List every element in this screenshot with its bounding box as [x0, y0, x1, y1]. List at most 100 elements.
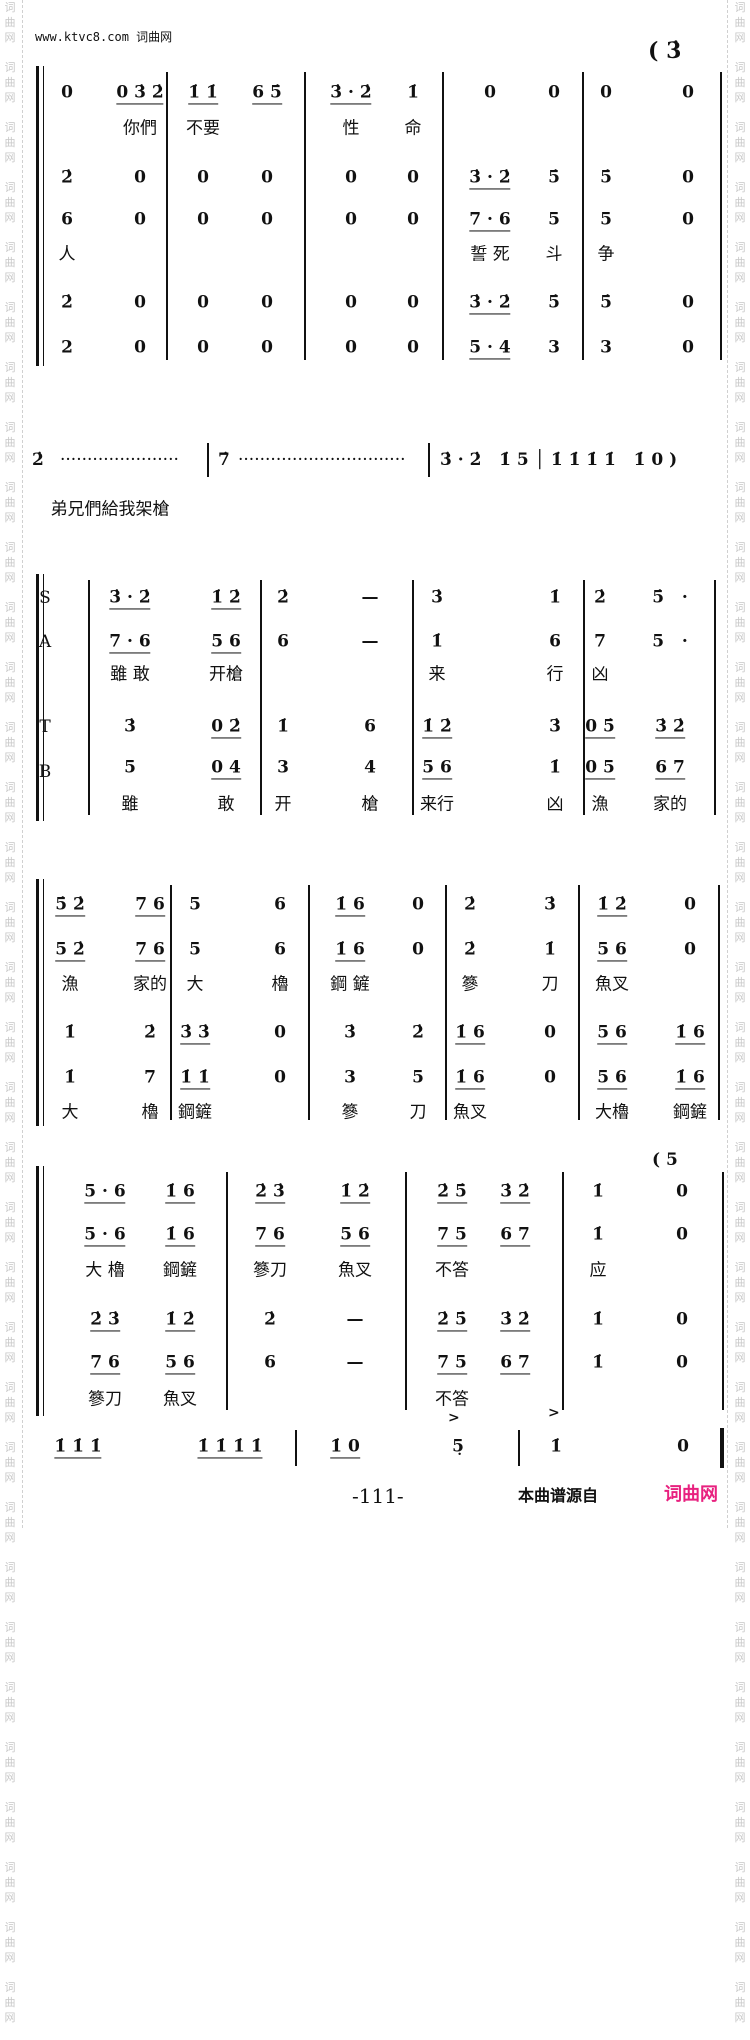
note: 2̇ — [464, 939, 476, 960]
note: 3 — [548, 337, 560, 358]
voice-label-B: B — [38, 762, 52, 782]
note: 0 — [684, 894, 696, 915]
lyric: 来 — [428, 664, 446, 685]
lyric: 漁 — [591, 794, 609, 815]
margin-line-right — [727, 0, 728, 1528]
note: 2̇ — [61, 167, 73, 188]
dotted-hold: ······················ — [60, 450, 179, 470]
note: 5̇ · — [652, 587, 688, 608]
lyric: 櫓 — [271, 974, 289, 995]
note: 0 — [261, 292, 273, 313]
barline — [718, 885, 720, 1120]
note: 1̇ — [544, 939, 556, 960]
note: 6 — [364, 716, 376, 737]
instrumental-phrase: 3̇ · 2̇ 1̇ 5 │ 1̇ 1̇ 1̇ 1̇ 1̇ 0 ) — [440, 450, 678, 470]
note: 6 — [61, 209, 73, 230]
voice-label-A: A — [38, 632, 52, 652]
lyric: 魚叉 — [453, 1102, 487, 1123]
lyric: 命 — [404, 118, 422, 139]
note: 5 — [189, 939, 201, 960]
note: 3̇ · 2̇ — [469, 166, 511, 190]
barline — [582, 72, 584, 360]
note: 2̇ — [464, 894, 476, 915]
note: 6 7 — [655, 756, 685, 780]
note: 1̇ 6 — [165, 1180, 195, 1204]
note: 0 — [274, 1022, 286, 1043]
note: 3 — [600, 337, 612, 358]
lyric: 刀 — [541, 974, 559, 995]
note: 0 — [484, 82, 496, 103]
note: 1̇ — [64, 1022, 76, 1043]
note: 5̇ — [600, 292, 612, 313]
lyric: 大櫓 — [595, 1102, 629, 1123]
note: 3̇ — [124, 716, 136, 737]
note: 5 — [412, 1067, 424, 1088]
note: 0 — [345, 209, 357, 230]
barline — [518, 1430, 520, 1466]
page-number: -111- — [352, 1484, 404, 1508]
note: 1̇ 1̇ 1̇ 1̇ — [197, 1435, 263, 1459]
note: 6 — [264, 1352, 276, 1373]
note: 1̇ — [549, 587, 561, 608]
note: 1̇ 6 — [455, 1066, 485, 1090]
note: 0 — [407, 209, 419, 230]
lyric: 鋼鏟 — [673, 1102, 707, 1123]
note: 6 — [274, 939, 286, 960]
note: 0 — [197, 209, 209, 230]
watermark-left: 词曲网词曲网词曲网词曲网词曲网词曲网词曲网词曲网词曲网词曲网词曲网词曲网词曲网词… — [4, 1, 16, 2024]
barline — [295, 1430, 297, 1466]
brand-logo[interactable]: 词曲网 — [664, 1484, 718, 1505]
lyric: 篸刀 — [88, 1389, 122, 1410]
note: 0 — [682, 82, 694, 103]
note: 1̇ 2̇ — [211, 586, 241, 610]
note: 0 — [61, 82, 73, 103]
note: 0 — [412, 939, 424, 960]
note: 7 5 — [437, 1351, 467, 1375]
lyric: 行 — [546, 664, 564, 685]
lyric: 鋼鏟 — [178, 1102, 212, 1123]
lyric: 大 — [61, 1102, 79, 1123]
barline — [207, 443, 209, 477]
system-bracket — [36, 66, 44, 366]
note: 1̇ — [592, 1181, 604, 1202]
fermata-note: 2̇ — [32, 450, 44, 470]
voice-label-T: T — [39, 717, 51, 737]
note: 2̇ 5̇ — [437, 1180, 467, 1204]
note: 1̇ 1̇ — [188, 81, 218, 105]
note: 1̇ — [64, 1067, 76, 1088]
note: 5 6 — [597, 1066, 627, 1090]
barline — [405, 1172, 407, 1410]
note: 5 6 — [597, 938, 627, 962]
note: 1̇ 2̇ — [340, 1180, 370, 1204]
note: 5 · 4 — [469, 336, 511, 360]
lyric: 家的 — [653, 794, 687, 815]
note: 5 · 6 — [84, 1180, 126, 1204]
dotted-hold: ······························· — [238, 450, 406, 470]
lyric: 来行 — [420, 794, 454, 815]
note: 3̇ — [549, 716, 561, 737]
note: 7 6 — [255, 1223, 285, 1247]
note: 0 4 — [211, 756, 241, 780]
voice-label-S: S — [39, 588, 51, 608]
lyric: 誓 死 — [470, 244, 510, 265]
barline — [166, 72, 168, 360]
note: 2̇ — [277, 587, 289, 608]
system-bracket — [36, 574, 44, 821]
note: 5 6 — [165, 1351, 195, 1375]
note: 1̇ — [592, 1309, 604, 1330]
note: 7 6 — [135, 893, 165, 917]
lyric: 刀 — [409, 1102, 427, 1123]
note: 0 — [134, 167, 146, 188]
note: 0 — [676, 1181, 688, 1202]
note: 3̇ · 2̇ — [330, 81, 372, 105]
lyric: 槍 — [361, 794, 379, 815]
note: 0 — [274, 1067, 286, 1088]
lyric: 斗 — [545, 244, 563, 265]
lyric: 鋼鏟 — [163, 1260, 197, 1281]
note: 2̇ — [594, 587, 606, 608]
lyric: 篸 — [461, 974, 479, 995]
note: 0 — [197, 167, 209, 188]
barline — [428, 443, 430, 477]
lyric: 敢 — [217, 794, 235, 815]
lyric: 开槍 — [209, 664, 243, 685]
